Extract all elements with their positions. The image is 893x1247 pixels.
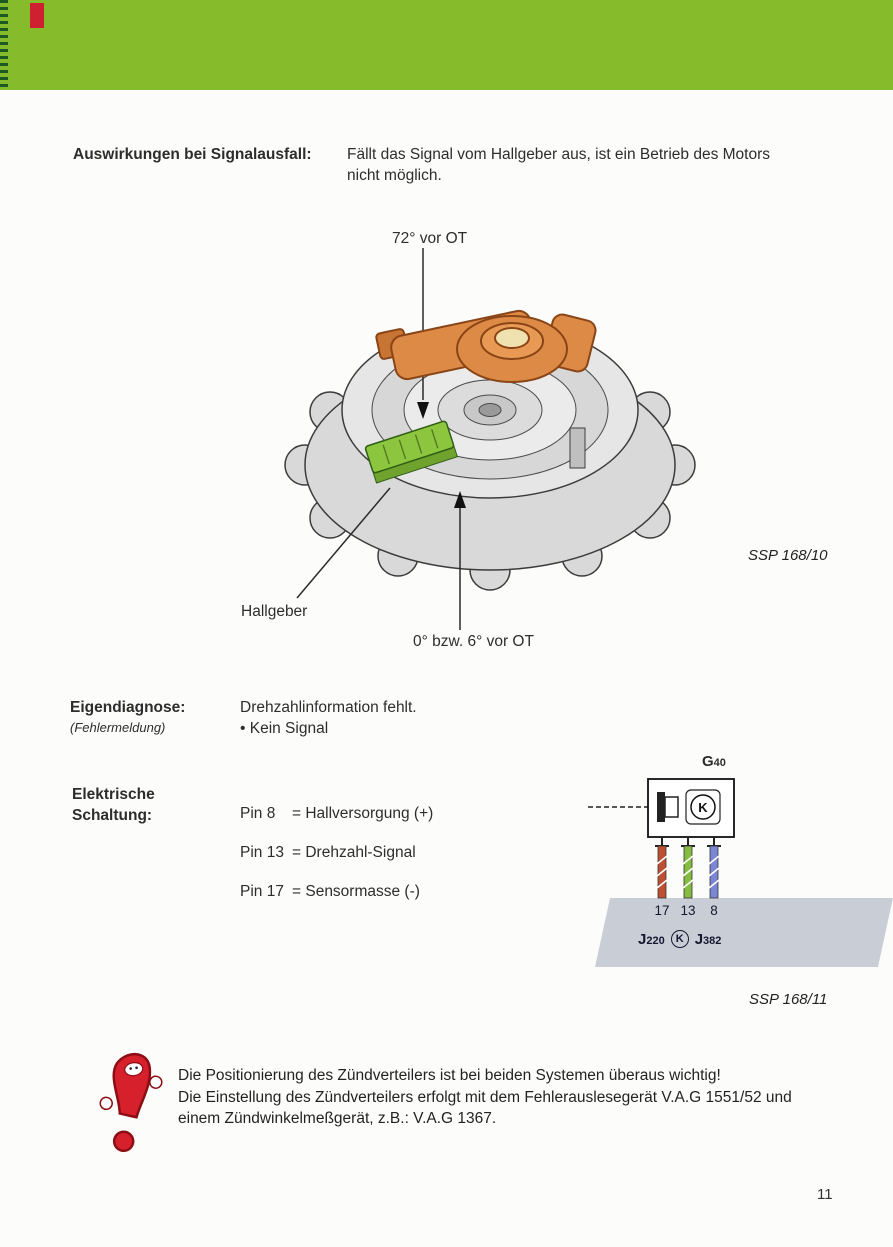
note-line2: Die Einstellung des Zündverteilers erfol…	[178, 1088, 792, 1106]
signalausfall-line2: nicht möglich.	[347, 167, 442, 184]
figure-caption-168-11: SSP 168/11	[749, 991, 828, 1008]
pin-number-row: 17 13 8	[649, 903, 727, 918]
pin13-desc: = Drehzahl-Signal	[292, 844, 416, 861]
hall-sender-symbol	[657, 792, 665, 822]
eigendiagnose-label: Eigendiagnose:	[70, 699, 186, 716]
eigendiagnose-sublabel: (Fehlermeldung)	[70, 720, 166, 735]
header-band	[0, 0, 893, 90]
pin13-label: Pin 13	[240, 844, 284, 861]
terminal-stubs	[655, 837, 721, 847]
connector-labels: J220 K J382	[638, 930, 721, 948]
pin8-row: Pin 8 = Hallversorgung (+)	[240, 805, 433, 823]
signalausfall-label: Auswirkungen bei Signalausfall:	[73, 146, 312, 163]
k-symbol-letter: K	[698, 800, 708, 815]
eigendiagnose-line1: Drehzahlinformation fehlt.	[240, 699, 417, 716]
left-edge-stripes	[0, 0, 8, 90]
signalausfall-text: Fällt das Signal vom Hallgeber aus, ist …	[347, 144, 827, 186]
pin-number-17: 17	[654, 903, 670, 918]
circled-k-icon: K	[670, 930, 689, 948]
connector-band	[595, 898, 893, 967]
label-0-vor-ot: 0° bzw. 6° vor OT	[413, 633, 534, 650]
label-72-vor-ot: 72° vor OT	[392, 230, 468, 247]
label-hallgeber: Hallgeber	[241, 603, 308, 620]
k-symbol-frame	[685, 789, 721, 825]
leader-line-hallgeber	[296, 487, 391, 599]
pin8-label: Pin 8	[240, 805, 276, 822]
pin17-label: Pin 17	[240, 883, 284, 900]
connector-j382: J382	[694, 930, 722, 948]
pin-number-13: 13	[680, 903, 696, 918]
distributor-illustration	[284, 248, 696, 630]
arrowhead-down-icon	[417, 402, 429, 419]
pin8-desc: = Hallversorgung (+)	[292, 805, 434, 822]
connector-j220: J220	[638, 930, 665, 948]
schaltung-label: Elektrische Schaltung:	[72, 786, 155, 824]
g40-label: G40	[702, 753, 726, 770]
note-text: Die Positionierung des Zündverteilers is…	[178, 1065, 878, 1130]
eigendiagnose-text: Drehzahlinformation fehlt. • Kein Signal	[240, 697, 417, 739]
pin17-row: Pin 17 = Sensormasse (-)	[240, 883, 420, 901]
rotor-arm	[375, 309, 597, 383]
pin13-row: Pin 13 = Drehzahl-Signal	[240, 844, 416, 862]
k-symbol-circle	[690, 794, 716, 820]
red-corner-mark	[30, 3, 44, 28]
page-number: 11	[817, 1186, 833, 1203]
eigendiagnose-line2: • Kein Signal	[240, 720, 329, 737]
pin17-desc: = Sensormasse (-)	[292, 883, 420, 900]
note-line3: einem Zündwinkelmeßgerät, z.B.: V.A.G 13…	[178, 1110, 497, 1127]
arrowhead-up-icon	[454, 491, 466, 508]
signalausfall-line1: Fällt das Signal vom Hallgeber aus, ist …	[347, 146, 771, 163]
figure-caption-168-10: SSP 168/10	[748, 547, 828, 564]
exclamation-mascot-icon	[99, 1052, 163, 1152]
hall-sensor	[364, 420, 459, 484]
pin-number-8: 8	[710, 903, 718, 918]
wire-hatching	[656, 855, 720, 889]
circuit-diagram: K	[588, 778, 893, 967]
hall-sender-frame	[664, 796, 679, 818]
note-line1: Die Positionierung des Zündverteilers is…	[178, 1067, 721, 1084]
